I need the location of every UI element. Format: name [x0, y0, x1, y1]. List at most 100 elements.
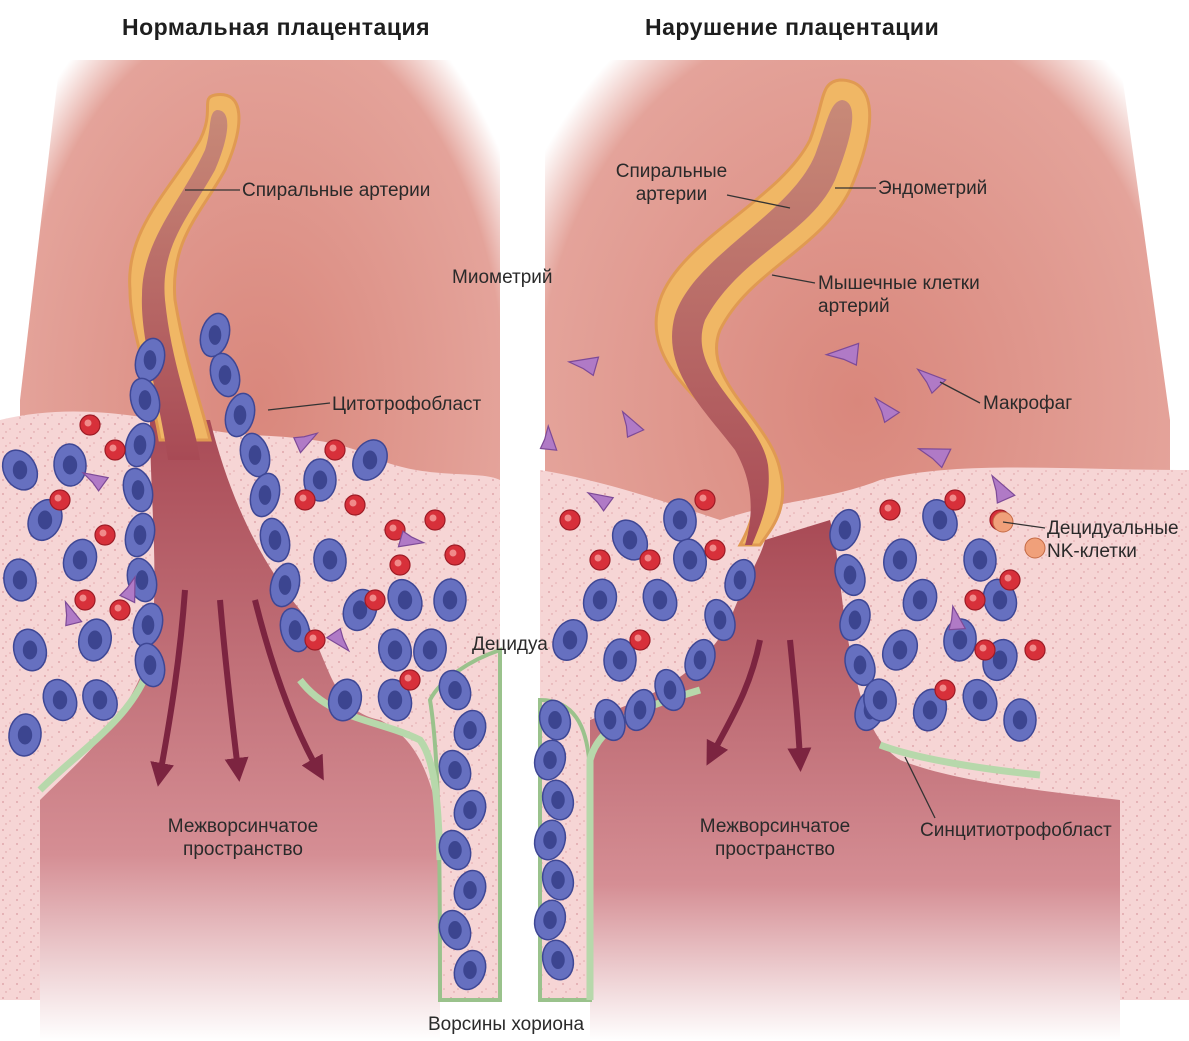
- cell-nucleus: [714, 611, 727, 630]
- cell-nucleus: [973, 691, 987, 710]
- cell-nucleus: [849, 611, 862, 630]
- cell-nucleus: [463, 961, 477, 979]
- label-spiral-arteries-right: Спиральные артерии: [604, 160, 739, 206]
- cell-nucleus: [548, 711, 562, 729]
- label-spiral-arteries-left: Спиральные артерии: [242, 179, 430, 202]
- cell-nucleus: [873, 691, 887, 710]
- cell-nucleus: [653, 591, 667, 610]
- cell-nucleus: [93, 691, 107, 710]
- cell-nucleus: [700, 495, 707, 502]
- cell-nucleus: [551, 951, 565, 969]
- cell-nucleus: [973, 551, 987, 570]
- cell-nucleus: [136, 570, 149, 590]
- cell-nucleus: [604, 711, 617, 730]
- cell-nucleus: [100, 530, 107, 537]
- label-cytotrophoblast: Цитотрофобласт: [332, 393, 481, 416]
- label-decidua: Децидуа: [472, 633, 548, 656]
- cell-nucleus: [565, 515, 572, 522]
- label-chorionic-villi: Ворсины хориона: [428, 1013, 584, 1036]
- cell-nucleus: [38, 511, 52, 530]
- cell-nucleus: [635, 635, 642, 642]
- cell-nucleus: [645, 555, 652, 562]
- cell-nucleus: [234, 405, 247, 425]
- cell-nucleus: [710, 545, 717, 552]
- cell-nucleus: [673, 511, 687, 530]
- cell-nucleus: [993, 591, 1007, 610]
- cell-nucleus: [115, 605, 122, 612]
- cell-nucleus: [88, 631, 102, 650]
- cell-nucleus: [613, 651, 627, 670]
- cell-nucleus: [953, 631, 967, 650]
- cell-nucleus: [289, 620, 302, 640]
- cell-nucleus: [395, 560, 402, 567]
- label-spiral-arteries-right-line1: Спиральные: [604, 160, 739, 183]
- cell-nucleus: [110, 445, 117, 452]
- label-intervillous-left-line1: Межворсинчатое: [158, 815, 328, 838]
- label-intervillous-left-line2: пространство: [158, 838, 328, 861]
- cell-nucleus: [313, 471, 327, 490]
- cell-nucleus: [1030, 645, 1037, 652]
- cell-nucleus: [13, 571, 27, 590]
- cell-nucleus: [940, 685, 947, 692]
- label-macrophage: Макрофаг: [983, 392, 1072, 415]
- cell-nucleus: [219, 365, 232, 385]
- cell-nucleus: [734, 571, 747, 590]
- cell-nucleus: [543, 911, 557, 929]
- cell-nucleus: [23, 641, 37, 660]
- cell-nucleus: [448, 921, 462, 939]
- cell-nucleus: [259, 485, 272, 505]
- cell-nucleus: [595, 555, 602, 562]
- cell-nucleus: [430, 515, 437, 522]
- cell-nucleus: [893, 641, 907, 660]
- cell-nucleus: [398, 591, 412, 610]
- cell-nucleus: [634, 701, 647, 720]
- cell-nucleus: [893, 551, 907, 570]
- cell-nucleus: [885, 505, 892, 512]
- label-nk-cells: Децидуальные NK-клетки: [1047, 517, 1179, 563]
- cell-nucleus: [563, 631, 577, 650]
- label-nk-cells-line2: NK-клетки: [1047, 540, 1179, 563]
- label-nk-cells-line1: Децидуальные: [1047, 517, 1179, 540]
- cell-nucleus: [388, 691, 402, 710]
- cell-nucleus: [543, 831, 557, 849]
- label-muscle-cells-line2: артерий: [818, 295, 980, 318]
- nk-cell-highlight: [1025, 538, 1045, 558]
- cell-nucleus: [463, 881, 477, 899]
- cell-nucleus: [370, 595, 377, 602]
- cell-nucleus: [423, 641, 437, 660]
- cell-nucleus: [388, 641, 402, 660]
- cell-nucleus: [980, 645, 987, 652]
- cell-nucleus: [463, 801, 477, 819]
- cell-nucleus: [854, 656, 867, 675]
- cell-nucleus: [139, 390, 152, 410]
- cell-nucleus: [913, 591, 927, 610]
- cell-nucleus: [350, 500, 357, 507]
- cell-nucleus: [13, 461, 27, 480]
- cell-nucleus: [330, 445, 337, 452]
- panel-divider: [505, 30, 527, 1041]
- cell-nucleus: [269, 530, 282, 550]
- cell-nucleus: [844, 566, 857, 585]
- cell-nucleus: [300, 495, 307, 502]
- cell-nucleus: [593, 591, 607, 610]
- cell-nucleus: [970, 595, 977, 602]
- cell-nucleus: [950, 495, 957, 502]
- cell-nucleus: [390, 525, 397, 532]
- cell-nucleus: [85, 420, 92, 427]
- cell-nucleus: [923, 701, 937, 720]
- cell-nucleus: [933, 511, 947, 530]
- cell-nucleus: [664, 681, 677, 700]
- cell-nucleus: [144, 350, 157, 370]
- label-endometrium: Эндометрий: [878, 177, 987, 200]
- cell-nucleus: [73, 551, 87, 570]
- right-panel-title: Нарушение плацентации: [645, 14, 939, 41]
- label-intervillous-right-line2: пространство: [690, 838, 860, 861]
- cell-nucleus: [134, 435, 147, 455]
- cell-nucleus: [134, 525, 147, 545]
- cell-nucleus: [443, 591, 457, 610]
- cell-nucleus: [18, 726, 32, 745]
- cell-nucleus: [405, 675, 412, 682]
- cell-nucleus: [63, 456, 77, 475]
- label-syncytiotrophoblast: Синцитиотрофобласт: [920, 819, 1112, 842]
